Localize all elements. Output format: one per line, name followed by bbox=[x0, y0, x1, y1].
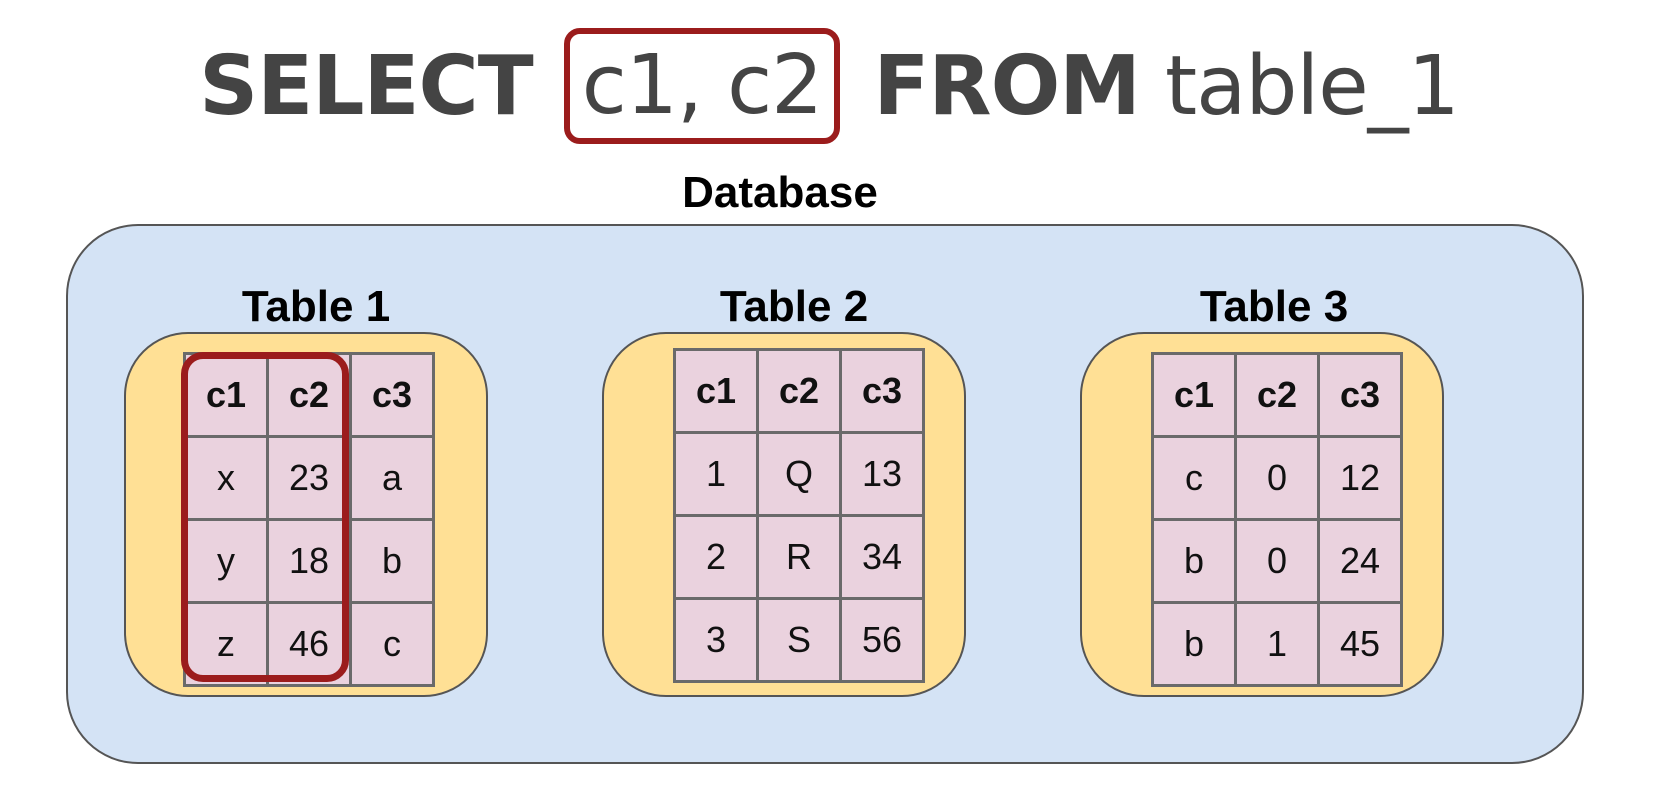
table-row: x 23 a bbox=[183, 435, 435, 521]
table-cell: 45 bbox=[1317, 601, 1403, 687]
table-row: 2 R 34 bbox=[673, 514, 925, 600]
table-header-cell: c2 bbox=[1234, 352, 1320, 438]
table-header-cell: c1 bbox=[673, 348, 759, 434]
table-cell: 23 bbox=[266, 435, 352, 521]
table-cell: b bbox=[1151, 601, 1237, 687]
table-cell: 12 bbox=[1317, 435, 1403, 521]
table-header-cell: c3 bbox=[839, 348, 925, 434]
table-cell: 0 bbox=[1234, 435, 1320, 521]
table-cell: 0 bbox=[1234, 518, 1320, 604]
table-cell: 13 bbox=[839, 431, 925, 517]
table-row: 3 S 56 bbox=[673, 597, 925, 683]
sql-query: SELECT c1, c2 FROM table_1 bbox=[0, 22, 1658, 152]
table-cell: y bbox=[183, 518, 269, 604]
table-1-title: Table 1 bbox=[241, 282, 391, 331]
table-header-cell: c1 bbox=[1151, 352, 1237, 438]
table-header-cell: c3 bbox=[349, 352, 435, 438]
table-row: y 18 b bbox=[183, 518, 435, 604]
table-row: c1 c2 c3 bbox=[1151, 352, 1403, 438]
table-cell: Q bbox=[756, 431, 842, 517]
table-cell: 18 bbox=[266, 518, 352, 604]
table-row: b 0 24 bbox=[1151, 518, 1403, 604]
table-3-grid: c1 c2 c3 c 0 12 b 0 24 b 1 45 bbox=[1151, 352, 1403, 687]
table-row: c1 c2 c3 bbox=[673, 348, 925, 434]
table-cell: b bbox=[349, 518, 435, 604]
table-cell: c bbox=[1151, 435, 1237, 521]
table-cell: 34 bbox=[839, 514, 925, 600]
table-row: c 0 12 bbox=[1151, 435, 1403, 521]
selected-columns-outline bbox=[181, 352, 349, 682]
selected-columns-highlight: c1, c2 bbox=[563, 27, 841, 144]
from-keyword: FROM bbox=[873, 39, 1140, 134]
table-cell: 3 bbox=[673, 597, 759, 683]
table-header-cell: c3 bbox=[1317, 352, 1403, 438]
select-keyword: SELECT bbox=[199, 39, 533, 134]
table-3-title: Table 3 bbox=[1199, 282, 1349, 331]
table-cell: b bbox=[1151, 518, 1237, 604]
table-cell: 1 bbox=[1234, 601, 1320, 687]
table-header-cell: c2 bbox=[266, 352, 352, 438]
table-2-title: Table 2 bbox=[719, 282, 869, 331]
table-2-grid: c1 c2 c3 1 Q 13 2 R 34 3 S 56 bbox=[673, 348, 925, 683]
table-cell: S bbox=[756, 597, 842, 683]
table-cell: R bbox=[756, 514, 842, 600]
table-name: table_1 bbox=[1164, 39, 1460, 134]
table-cell: 56 bbox=[839, 597, 925, 683]
table-row: 1 Q 13 bbox=[673, 431, 925, 517]
table-row: b 1 45 bbox=[1151, 601, 1403, 687]
table-cell: 24 bbox=[1317, 518, 1403, 604]
selected-columns: c1, c2 bbox=[581, 37, 824, 133]
table-cell: 1 bbox=[673, 431, 759, 517]
table-cell: 2 bbox=[673, 514, 759, 600]
table-cell: c bbox=[349, 601, 435, 687]
database-title: Database bbox=[682, 168, 878, 217]
table-header-cell: c2 bbox=[756, 348, 842, 434]
table-cell: a bbox=[349, 435, 435, 521]
table-row: c1 c2 c3 bbox=[183, 352, 435, 438]
